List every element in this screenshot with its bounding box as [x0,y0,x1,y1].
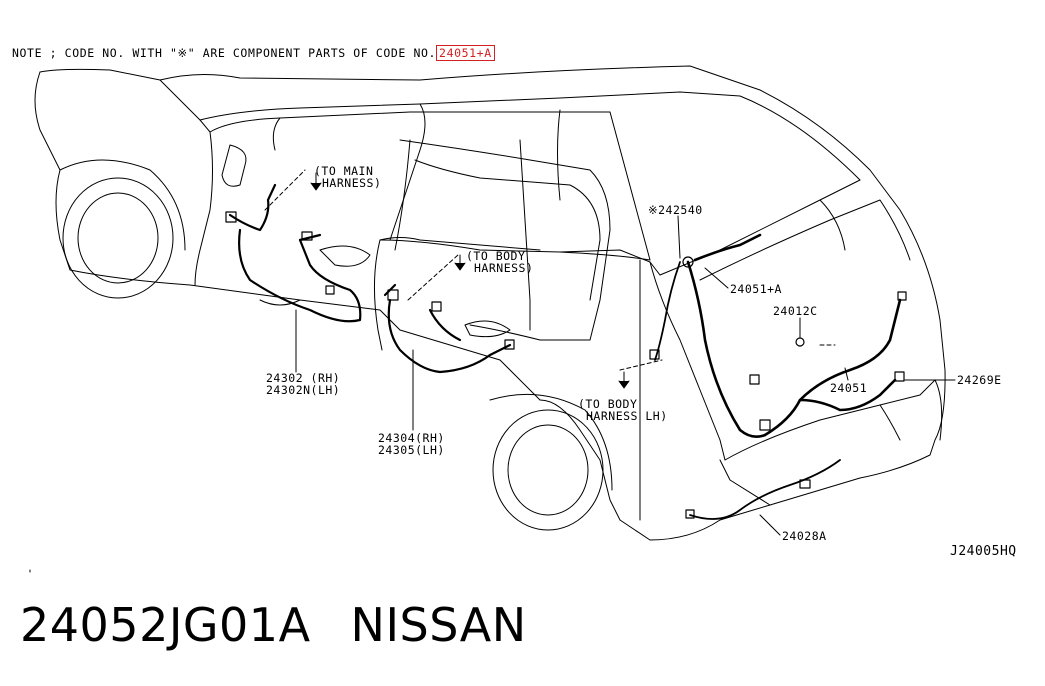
dashed-leaders [265,170,835,370]
label-24051a: 24051+A [730,282,782,296]
label-to-body-harness: (TO BODY HARNESS) [466,249,534,275]
label-24304: 24304(RH) 24305(LH) [378,431,445,457]
direction-arrows [311,173,629,388]
part-number: 24052JG01A [20,598,311,652]
label-24302: 24302 (RH) 24302N(LH) [266,371,341,397]
label-24269e: 24269E [957,373,1002,387]
label-to-main-harness: (TO MAIN HARNESS) [314,164,382,190]
front-wheel [60,160,185,298]
harness-242540 [655,262,680,360]
component-note: NOTE ; CODE NO. WITH "※" ARE COMPONENT P… [12,45,495,61]
diagram-id: J24005HQ [950,544,1017,559]
highlighted-code: 24051+A [436,45,495,61]
rear-wheel [490,394,612,530]
label-to-body-harness-lh: (TO BODY HARNESS LH) [578,397,668,423]
label-24051: 24051 [830,381,868,395]
label-24028a: 24028A [782,529,827,543]
brand-name: NISSAN [350,598,527,652]
harness-24302 [230,185,360,321]
label-leader-lines [296,216,955,535]
label-242540: ※242540 [648,203,703,217]
connector-markers [225,211,907,519]
note-text: NOTE ; CODE NO. WITH "※" ARE COMPONENT P… [12,46,437,60]
vehicle-body-outline [30,66,945,572]
harness-24051 [688,235,900,437]
label-24012c: 24012C [773,304,818,318]
harness-24028a [690,460,840,519]
part-footer: 24052JG01A NISSAN [20,598,527,652]
